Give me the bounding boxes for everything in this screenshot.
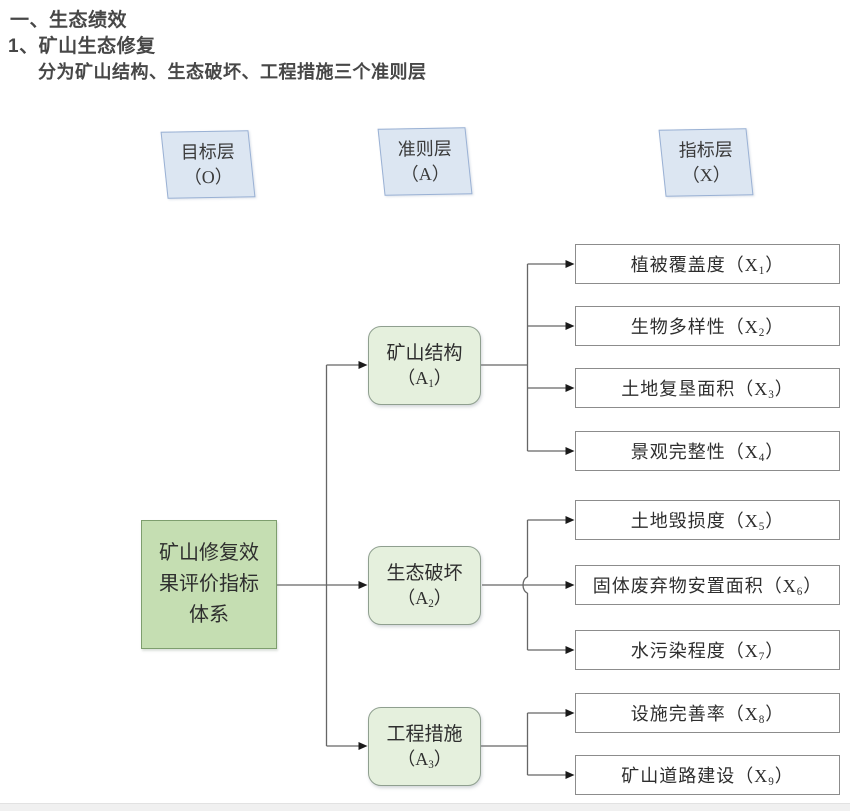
- indicator-label: 设施完善率（X8）: [630, 704, 785, 726]
- indicator-box-x5: 土地毁损度（X5）: [575, 500, 840, 540]
- section-title: 一、生态绩效: [10, 10, 128, 31]
- criterion-box-a2: 生态破坏 （A2）: [368, 546, 481, 625]
- indicator-label: 土地复垦面积（X3）: [621, 379, 794, 401]
- indicator-box-x4: 景观完整性（X4）: [575, 431, 840, 471]
- indicator-box-x6: 固体废弃物安置面积（X6）: [575, 565, 840, 605]
- indicator-box-x1: 植被覆盖度（X1）: [575, 244, 840, 284]
- level-name: 指标层: [678, 138, 733, 160]
- page-bottom-edge: [0, 803, 850, 811]
- criterion-label: 矿山结构: [386, 342, 463, 364]
- subsection-title: 1、矿山生态修复: [8, 36, 156, 57]
- level-code: （O）: [183, 166, 233, 187]
- level-name: 准则层: [397, 137, 452, 159]
- criterion-code: （A2）: [397, 587, 452, 610]
- indicator-box-x9: 矿山道路建设（X9）: [575, 755, 840, 795]
- criterion-label: 生态破坏: [386, 562, 463, 584]
- indicator-box-x2: 生物多样性（X2）: [575, 306, 840, 346]
- indicator-label: 景观完整性（X4）: [630, 442, 785, 464]
- criterion-box-a1: 矿山结构 （A1）: [368, 326, 481, 405]
- indicator-box-x7: 水污染程度（X7）: [575, 630, 840, 670]
- subsection-description: 分为矿山结构、生态破坏、工程措施三个准则层: [38, 62, 427, 82]
- level-label-criteria: 准则层 （A）: [377, 127, 473, 196]
- criterion-label: 工程措施: [386, 723, 463, 745]
- level-code: （X）: [681, 164, 731, 185]
- indicator-label: 植被覆盖度（X1）: [630, 255, 785, 277]
- indicator-box-x8: 设施完善率（X8）: [575, 693, 840, 733]
- level-label-indicator: 指标层 （X）: [658, 128, 754, 197]
- indicator-box-x3: 土地复垦面积（X3）: [575, 368, 840, 408]
- level-label-objective: 目标层 （O）: [160, 130, 256, 199]
- goal-box: 矿山修复效果评价指标体系: [141, 520, 277, 649]
- indicator-label: 生物多样性（X2）: [630, 317, 785, 339]
- indicator-label: 固体废弃物安置面积（X6）: [592, 576, 823, 598]
- level-code: （A）: [400, 163, 450, 184]
- indicator-label: 土地毁损度（X5）: [630, 511, 785, 533]
- criterion-code: （A1）: [397, 367, 452, 390]
- criterion-box-a3: 工程措施 （A3）: [368, 707, 481, 786]
- indicator-label: 矿山道路建设（X9）: [621, 766, 794, 788]
- connector-trunk3-hop: [522, 576, 528, 594]
- level-name: 目标层: [180, 140, 235, 162]
- criterion-code: （A3）: [397, 748, 452, 771]
- goal-label: 矿山修复效果评价指标体系: [159, 542, 259, 626]
- indicator-label: 水污染程度（X7）: [630, 641, 785, 663]
